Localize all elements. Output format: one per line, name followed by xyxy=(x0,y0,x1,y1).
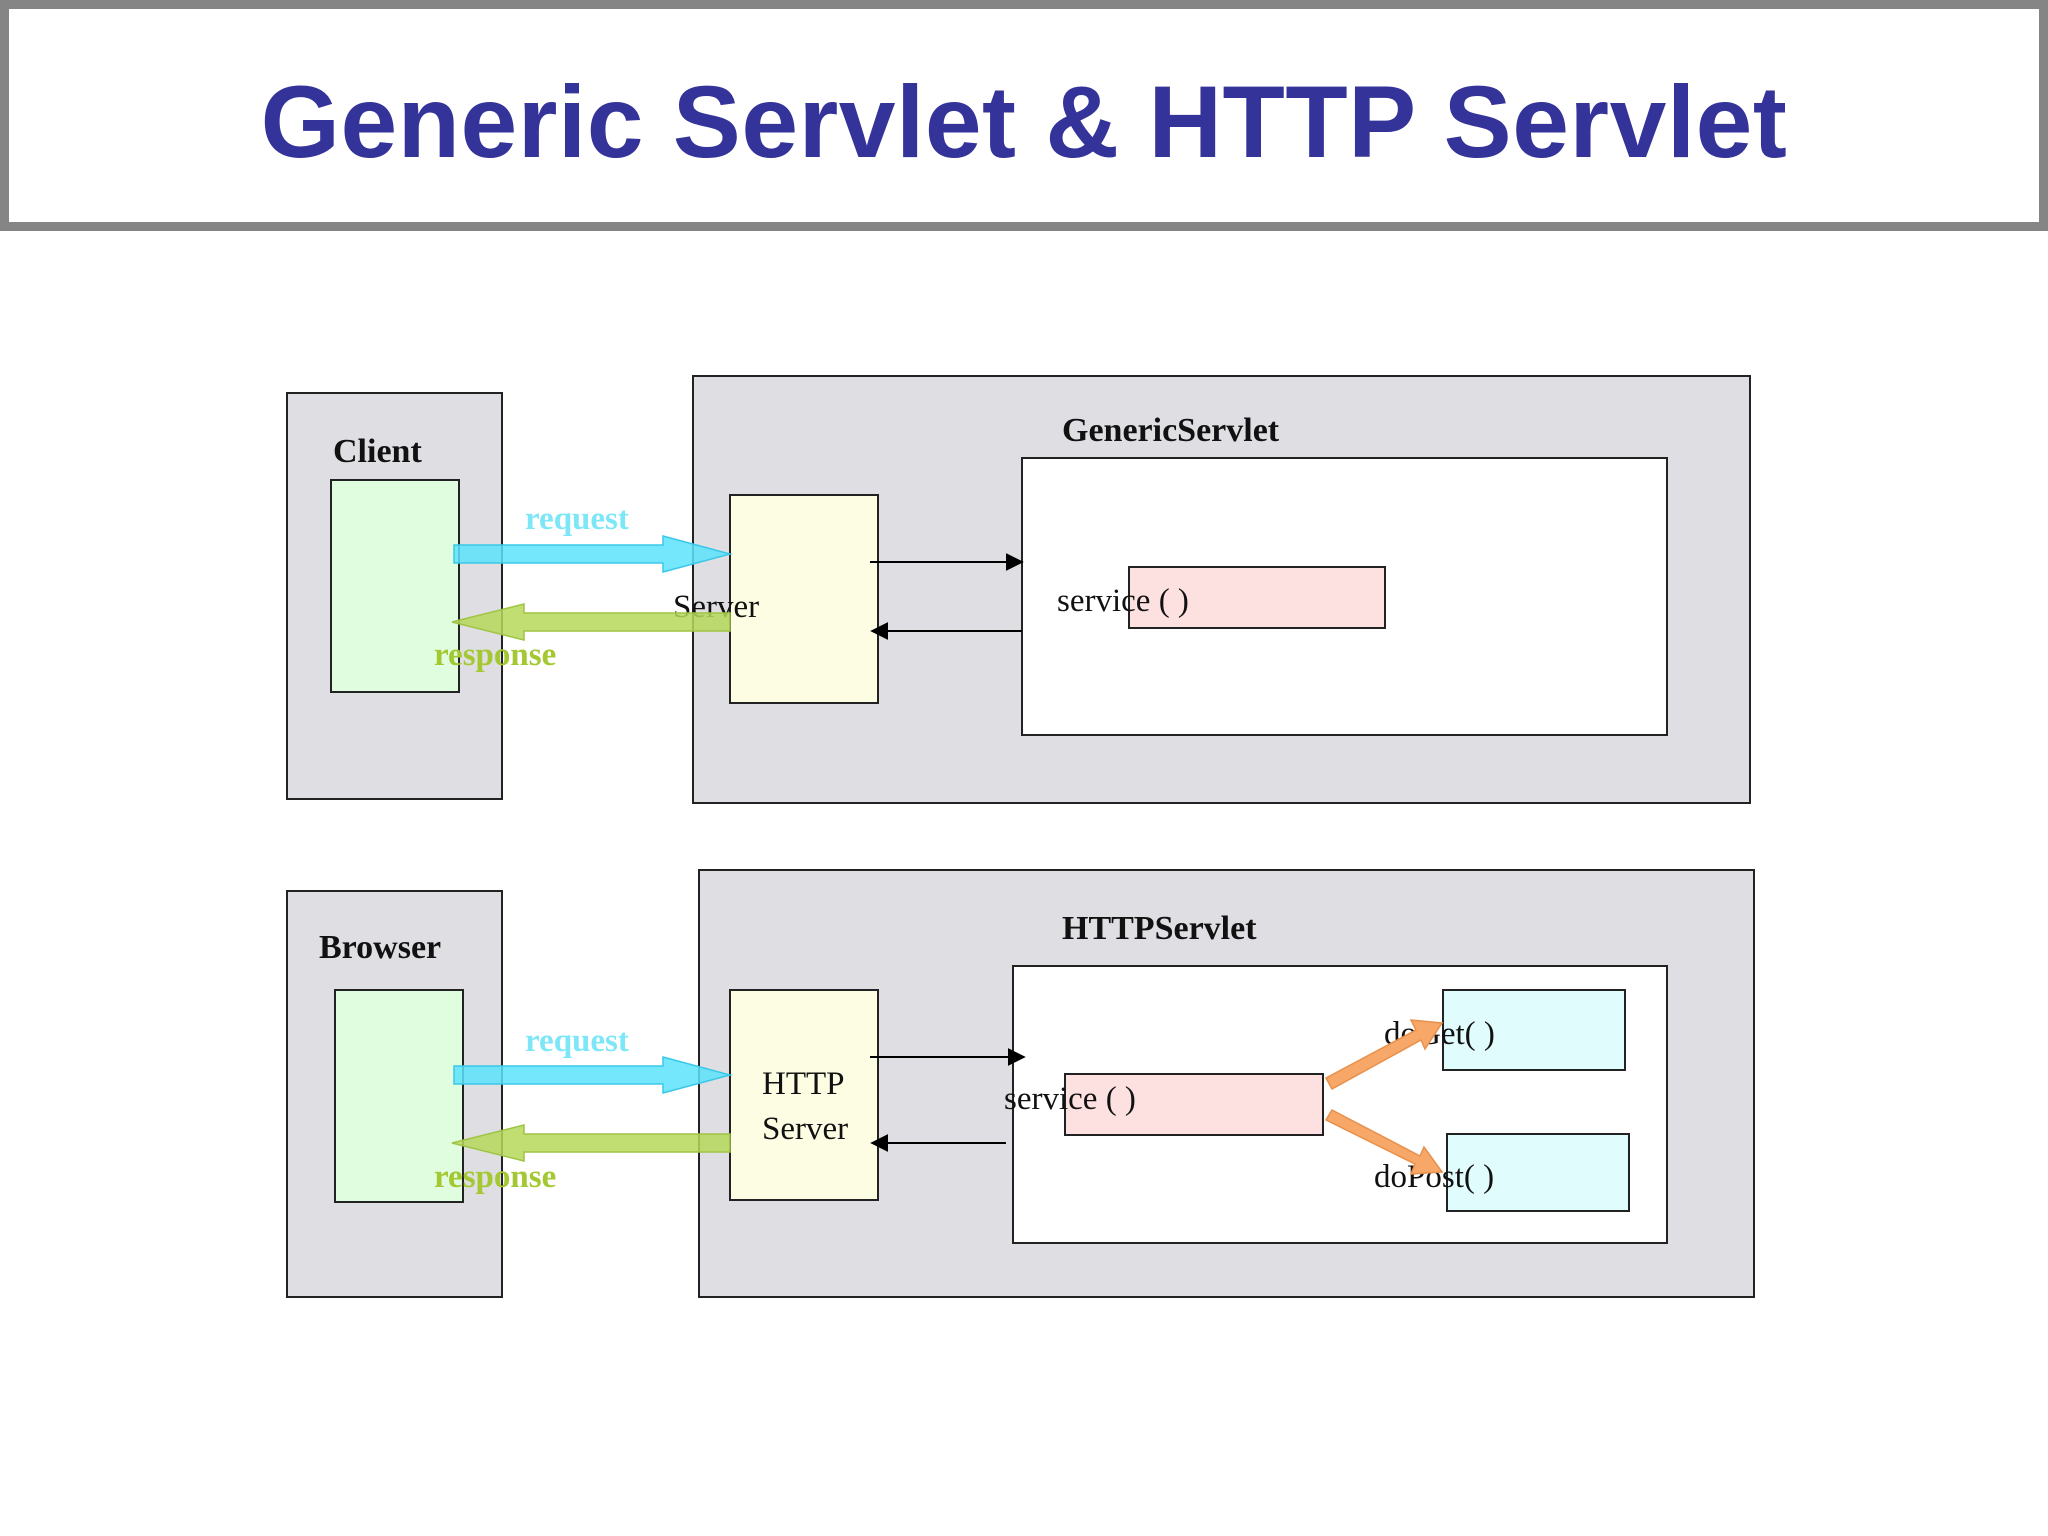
browser-inner-box xyxy=(334,989,464,1203)
client-label: Client xyxy=(333,433,422,470)
http-server-label-line2: Server xyxy=(762,1111,848,1147)
browser-request-label: request xyxy=(525,1023,629,1059)
http-service-label: service ( ) xyxy=(1004,1081,1136,1117)
browser-request-arrow xyxy=(453,1056,733,1094)
browser-response-label: response xyxy=(434,1159,556,1195)
generic-servlet-diagram: Client GenericServlet Server service ( )… xyxy=(286,375,1751,804)
generic-servlet-label: GenericServlet xyxy=(1062,412,1280,449)
response-arrow xyxy=(451,603,731,641)
request-arrow xyxy=(453,535,733,573)
browser-label: Browser xyxy=(319,929,441,966)
doget-box xyxy=(1442,989,1626,1071)
title-bar: Generic Servlet & HTTP Servlet xyxy=(0,0,2048,231)
service-box xyxy=(1128,566,1386,629)
service-label: service ( ) xyxy=(1057,583,1189,619)
dopost-box xyxy=(1446,1133,1630,1212)
client-inner-box xyxy=(330,479,460,693)
server-box xyxy=(729,494,879,704)
request-label: request xyxy=(525,501,629,537)
http-servlet-diagram: Browser HTTPServlet HTTP Server service … xyxy=(286,869,1755,1298)
browser-response-arrow xyxy=(451,1124,731,1162)
service-to-doget-arrow xyxy=(1324,1019,1444,1091)
http-server-label-line1: HTTP xyxy=(762,1066,845,1102)
http-service-box xyxy=(1064,1073,1324,1136)
http-servlet-label: HTTPServlet xyxy=(1062,910,1257,947)
service-to-dopost-arrow xyxy=(1324,1109,1444,1175)
http-server-box xyxy=(729,989,879,1201)
response-label: response xyxy=(434,637,556,673)
slide-title: Generic Servlet & HTTP Servlet xyxy=(260,65,1788,179)
